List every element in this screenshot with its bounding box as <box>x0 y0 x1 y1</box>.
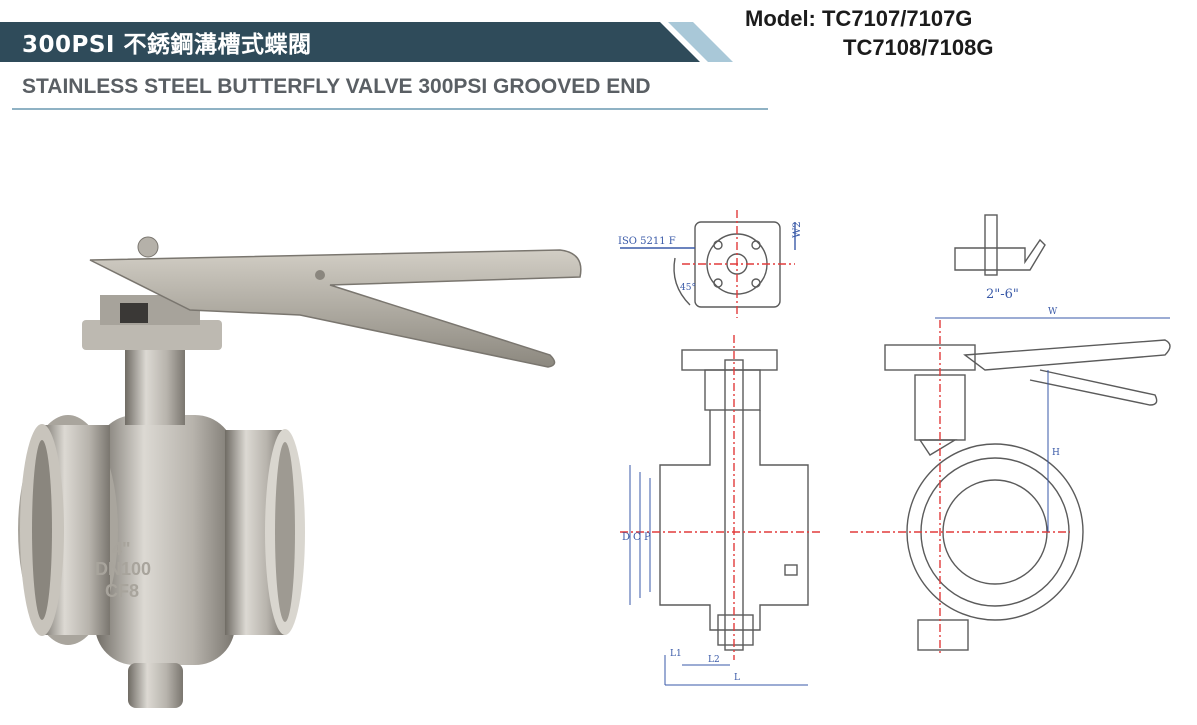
dim-p: P <box>644 532 651 543</box>
model-line-1: Model: TC7107/7107G <box>745 6 973 31</box>
front-view <box>884 339 1171 651</box>
model-line-2: TC7108/7108G <box>843 35 994 60</box>
dim-w: W <box>1048 307 1058 317</box>
subtitle-divider <box>12 108 768 110</box>
marking-size: 4" <box>112 539 131 559</box>
page-title: 300PSI 不銹鋼溝槽式蝶閥 <box>22 32 312 58</box>
dim-l: L <box>734 673 740 683</box>
iso-label: ISO 5211 F <box>618 236 676 247</box>
dim-l2: L2 <box>708 655 720 665</box>
valve-neck <box>125 345 185 425</box>
dim-d: D <box>622 532 630 543</box>
valve-body <box>95 415 235 665</box>
marking-material: CF8 <box>105 581 139 601</box>
w2-label: W2 <box>792 221 803 238</box>
marking-dn: DN100 <box>95 559 151 579</box>
dim-h: H <box>1052 448 1060 458</box>
angle-label: 45° <box>680 283 696 293</box>
dim-l1: L1 <box>670 649 682 659</box>
technical-drawings: ISO 5211 F W2 45° 2"-6" <box>600 210 1197 719</box>
title-banner <box>0 22 733 62</box>
valve-handle <box>89 249 582 368</box>
dim-c: C <box>633 532 641 543</box>
page-subtitle: STAINLESS STEEL BUTTERFLY VALVE 300PSI G… <box>22 75 651 98</box>
valve-photo: 4" DN100 CF8 <box>0 225 600 725</box>
size-range-label: 2"-6" <box>986 287 1019 302</box>
